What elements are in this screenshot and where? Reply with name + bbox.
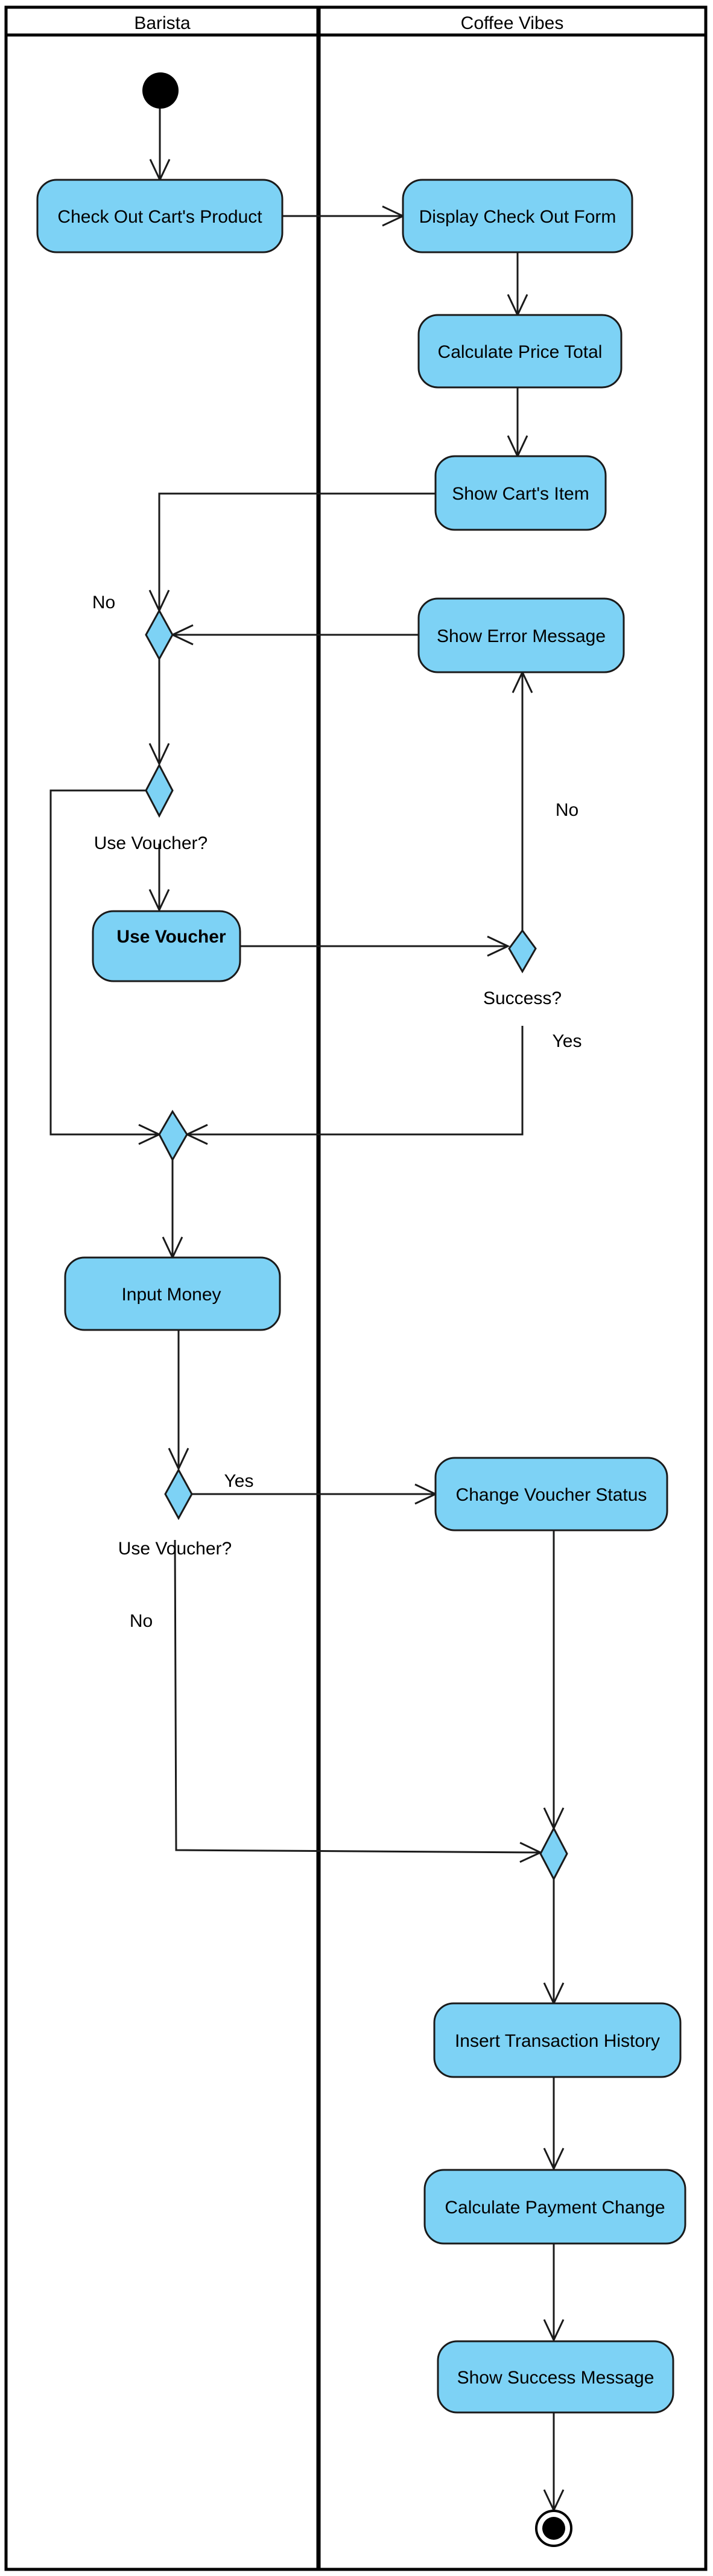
edge-label-no-merge: No [92, 593, 115, 612]
activity-label: Show Error Message [437, 626, 606, 646]
activity-use-voucher: Use Voucher [92, 910, 241, 982]
edge-label-yes-voucher: Yes [224, 1471, 254, 1491]
activity-label: Insert Transaction History [455, 2031, 660, 2051]
activity-label: Change Voucher Status [456, 1485, 647, 1505]
activity-label: Calculate Price Total [438, 342, 603, 362]
flow-decision-no-to-final-merge [174, 1539, 543, 1863]
activity-calculate-payment-change: Calculate Payment Change [423, 2169, 686, 2245]
activity-change-voucher-status: Change Voucher Status [434, 1457, 668, 1531]
decision-label-use-voucher-2: Use Voucher? [118, 1539, 232, 1559]
activity-label: Display Check Out Form [419, 207, 616, 227]
decision-label-success: Success? [483, 988, 562, 1008]
activity-show-success-message: Show Success Message [437, 2340, 674, 2414]
decision-label-use-voucher-1: Use Voucher? [94, 833, 208, 853]
activity-input-money: Input Money [64, 1256, 281, 1331]
merge-node-voucher [158, 1110, 188, 1162]
activity-label: Check Out Cart's Product [57, 207, 262, 227]
edge-label-no-voucher: No [130, 1611, 153, 1631]
activity-check-out-cart: Check Out Cart's Product [36, 179, 284, 253]
activity-show-carts-item: Show Cart's Item [434, 455, 607, 531]
final-node [535, 2510, 572, 2547]
decision-node-use-voucher-1 [145, 763, 174, 818]
edge-label-no-success: No [556, 800, 578, 820]
decision-node-success [508, 929, 537, 973]
merge-node-error [145, 608, 174, 661]
flow-success-yes-to-merge [185, 1026, 524, 1145]
lane-title-barista: Barista [134, 13, 191, 33]
control-flows [49, 104, 565, 2513]
flow-voucher-skip-to-merge [49, 789, 162, 1145]
activity-show-error-message: Show Error Message [417, 597, 625, 673]
activity-insert-transaction-history: Insert Transaction History [433, 2002, 682, 2078]
initial-node [142, 72, 179, 109]
edge-label-yes-success: Yes [553, 1031, 582, 1051]
activity-label: Use Voucher [116, 927, 226, 947]
decision-node-use-voucher-2 [164, 1468, 193, 1521]
activity-label: Input Money [121, 1285, 221, 1305]
activity-label: Calculate Payment Change [445, 2198, 665, 2218]
merge-node-final [539, 1826, 568, 1881]
activity-label: Show Cart's Item [452, 484, 589, 504]
lane-title-coffee-vibes: Coffee Vibes [461, 13, 564, 33]
activity-calculate-price-total: Calculate Price Total [417, 314, 623, 389]
activity-label: Show Success Message [457, 2368, 654, 2388]
swimlane-frame [4, 5, 708, 2571]
flow-show-item-to-merge [148, 492, 436, 613]
activity-display-check-out-form: Display Check Out Form [402, 179, 633, 253]
